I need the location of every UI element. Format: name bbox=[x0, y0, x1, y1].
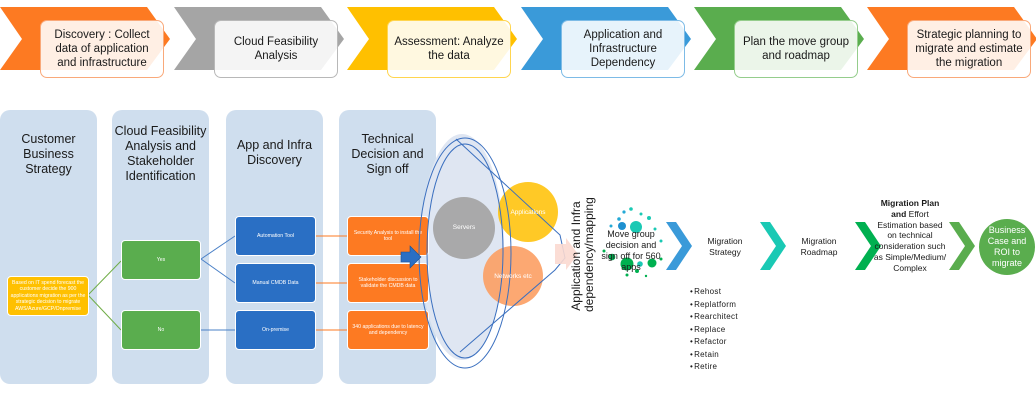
move-group-label: Move group decision and sign off for 560… bbox=[601, 229, 661, 272]
strategy-item: Replatform bbox=[690, 299, 738, 312]
chevron-right-icon bbox=[949, 222, 975, 270]
process-step-label: Discovery : Collect data of application … bbox=[40, 20, 164, 78]
process-step-discovery: Discovery : Collect data of application … bbox=[0, 0, 170, 85]
security-analysis-node: Security Analysis to install the tool bbox=[347, 216, 429, 256]
networks-label: Networks etc bbox=[494, 273, 532, 280]
process-step-dependency: Application and Infrastructure Dependenc… bbox=[521, 0, 691, 85]
process-step-strategic-planning: Strategic planning to migrate and estima… bbox=[867, 0, 1036, 85]
migration-plan-title: Migration Plan and bbox=[880, 198, 940, 219]
stakeholder-discussion-node: Stakeholder discussion to validate the C… bbox=[347, 263, 429, 303]
applications-label: Applications bbox=[510, 209, 546, 216]
automation-tool-node: Automation Tool bbox=[235, 216, 316, 256]
migration-strategy-list: Rehost Replatform Rearchitect Replace Re… bbox=[690, 286, 738, 374]
strategy-item: Retire bbox=[690, 361, 738, 374]
funnel-cone-outline bbox=[455, 138, 566, 353]
applications-340-node: 340 applications due to latency and depe… bbox=[347, 310, 429, 350]
strategy-item: Refactor bbox=[690, 336, 738, 349]
strategy-item: Retain bbox=[690, 349, 738, 362]
process-step-label: Strategic planning to migrate and estima… bbox=[907, 20, 1031, 78]
lane-customer-business-strategy: Customer Business Strategy bbox=[0, 110, 97, 384]
process-step-assessment: Assessment: Analyze the data bbox=[347, 0, 517, 85]
strategy-item: Replace bbox=[690, 324, 738, 337]
lane-title: Technical Decision and Sign off bbox=[351, 132, 424, 176]
strategy-item: Rearchitect bbox=[690, 311, 738, 324]
servers-label: Servers bbox=[452, 224, 476, 231]
strategy-item: Rehost bbox=[690, 286, 738, 299]
on-premise-node: On-premise bbox=[235, 310, 316, 350]
lane-title: Cloud Feasibility Analysis and Stakehold… bbox=[114, 124, 207, 183]
process-step-label: Assessment: Analyze the data bbox=[387, 20, 511, 78]
migration-plan-text: Migration Plan and Effort Estimation bas… bbox=[872, 198, 948, 274]
process-step-label: Application and Infrastructure Dependenc… bbox=[561, 20, 685, 78]
business-case-circle: Business Case and ROI to migrate bbox=[979, 219, 1035, 275]
lane-title: Customer Business Strategy bbox=[21, 132, 76, 176]
process-step-label: Cloud Feasibility Analysis bbox=[214, 20, 338, 78]
migration-strategy-label: Migration Strategy bbox=[707, 236, 743, 257]
chevron-right-icon bbox=[666, 222, 692, 270]
dependency-mapping-label: Application and Infra dependency/mapping bbox=[569, 197, 596, 312]
process-step-plan: Plan the move group and roadmap bbox=[694, 0, 864, 85]
migration-roadmap-label: Migration Roadmap bbox=[800, 236, 838, 257]
no-node: No bbox=[121, 310, 201, 350]
funnel-inner-outline bbox=[426, 143, 504, 359]
process-step-label: Plan the move group and roadmap bbox=[734, 20, 858, 78]
migration-plan-description: Effort Estimation based on technical con… bbox=[873, 208, 947, 273]
yes-node: Yes bbox=[121, 240, 201, 280]
lane-title: App and Infra Discovery bbox=[236, 138, 313, 167]
chevron-right-icon bbox=[760, 222, 786, 270]
strategy-node: Based on IT spend forecast the customer … bbox=[7, 276, 89, 316]
process-step-cloud-feasibility: Cloud Feasibility Analysis bbox=[174, 0, 344, 85]
manual-cmdb-node: Manual CMDB Data bbox=[235, 263, 316, 303]
